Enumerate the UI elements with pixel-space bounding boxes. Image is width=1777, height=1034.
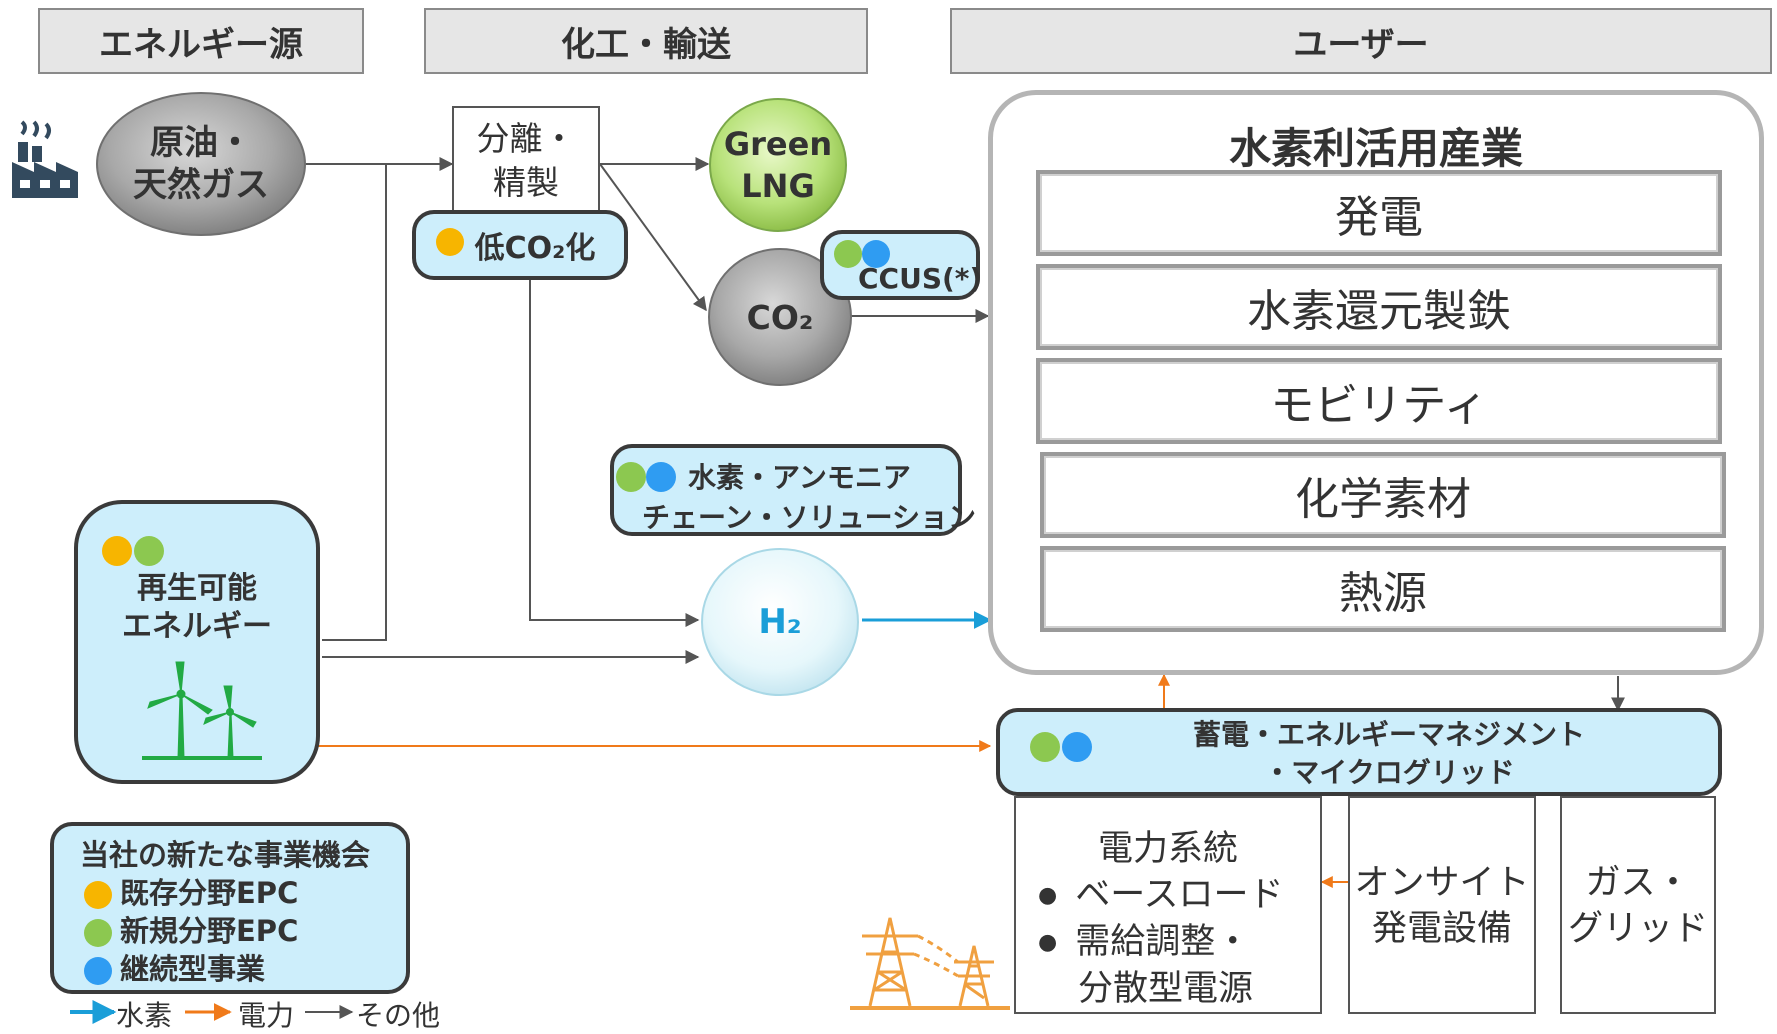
opportunity-legend: 当社の新たな事業機会 既存分野EPC 新規分野EPC 継続型事業 (50, 822, 410, 994)
power-tower-icon (850, 917, 1010, 1010)
gas-grid-box: ガス・ グリッド (1560, 796, 1716, 1014)
legend-item-continuous: 継続型事業 (84, 950, 298, 988)
industry-item-mobility: モビリティ (1036, 358, 1722, 444)
green-lng-label: Green LNG (706, 96, 850, 234)
hydrogen-chain-line2: チェーン・ソリューション (642, 501, 977, 534)
h2-label: H₂ (758, 602, 802, 642)
crude-gas-line1: 原油・ (150, 123, 252, 163)
crude-gas-label: 原油・ 天然ガス (94, 90, 308, 238)
arrow-separation-to-co2 (599, 163, 707, 312)
gas-grid-line2: グリッド (1567, 909, 1708, 949)
renewable-label: 再生可能 エネルギー (78, 570, 316, 646)
storage-box: 蓄電・エネルギーマネジメント ・マイクログリッド (996, 708, 1722, 796)
industry-item-heat-source: 熱源 (1040, 546, 1726, 632)
green-lng-node (709, 98, 847, 232)
storage-label: 蓄電・エネルギーマネジメント ・マイクログリッド (1000, 716, 1718, 792)
power-system-title: 電力系統 (1097, 829, 1238, 869)
bullet-supply-demand: ●需給調整・ (1038, 922, 1251, 962)
low-co2-box: 低CO₂化 (412, 210, 628, 280)
header-user: ユーザー (950, 8, 1772, 74)
onsite-line1: オンサイト (1354, 863, 1530, 903)
gas-grid-line1: ガス・ (1585, 863, 1691, 903)
legend-items: 既存分野EPC 新規分野EPC 継続型事業 (84, 874, 298, 988)
legend-item-new-epc: 新規分野EPC (84, 912, 298, 950)
green-lng-line1: Green (723, 125, 833, 163)
renewable-line1: 再生可能 (137, 571, 257, 606)
new-epc-dot (84, 919, 112, 947)
industry-item-power-generation: 発電 (1036, 170, 1722, 256)
h2-node (701, 548, 859, 696)
continuous-business-dot (84, 957, 112, 985)
gas-grid-label: ガス・ グリッド (1562, 860, 1714, 952)
new-epc-dot (1030, 732, 1060, 762)
legend-title: 当社の新たな事業機会 (80, 838, 371, 872)
hydrogen-chain-box: 水素・アンモニア チェーン・ソリューション (610, 444, 976, 536)
header-chemical-transport: 化工・輸送 (424, 8, 868, 74)
bullet-distributed: 分散型電源 (1078, 969, 1254, 1009)
renewable-line2: エネルギー (122, 609, 272, 644)
low-co2-label: 低CO₂化 (474, 231, 596, 266)
onsite-box: オンサイト 発電設備 (1348, 796, 1536, 1014)
onsite-label: オンサイト 発電設備 (1350, 860, 1534, 952)
continuous-business-dot (646, 462, 676, 492)
separation-line2: 精製 (493, 163, 559, 202)
continuous-business-dot (862, 240, 890, 268)
new-epc-dot (134, 536, 164, 566)
separation-box: 分離・ 精製 (452, 106, 600, 216)
storage-line2: ・マイクログリッド (1263, 756, 1515, 789)
header-energy-source: エネルギー源 (38, 8, 364, 74)
existing-epc-dot (84, 881, 112, 909)
new-epc-dot (834, 240, 862, 268)
arrow-lowco2-to-h2 (529, 280, 700, 627)
line-renewable-up (322, 164, 387, 641)
legend-item-existing-epc: 既存分野EPC (84, 874, 298, 912)
new-epc-dot (616, 462, 646, 492)
wind-turbine-icon (142, 661, 262, 760)
renewable-energy-box: 再生可能 エネルギー (74, 500, 320, 784)
crude-gas-line2: 天然ガス (133, 165, 269, 205)
power-system-box: 電力系統 ●ベースロード ●需給調整・ 分散型電源 (1014, 796, 1322, 1014)
onsite-line2: 発電設備 (1371, 909, 1512, 949)
existing-epc-dot (102, 536, 132, 566)
co2-node (708, 248, 852, 386)
co2-label: CO₂ (746, 297, 814, 337)
storage-line1: 蓄電・エネルギーマネジメント (1192, 718, 1585, 751)
power-system-bullets: ●ベースロード ●需給調整・ 分散型電源 (1038, 872, 1283, 1012)
legend-hydrogen-label: 水素 (116, 999, 173, 1032)
hydrogen-chain-line1: 水素・アンモニア (688, 461, 911, 494)
legend-other-label: その他 (356, 999, 441, 1032)
legend-electricity-label: 電力 (238, 999, 295, 1032)
industry-title: 水素利活用産業 (1228, 124, 1523, 173)
green-lng-line2: LNG (741, 167, 815, 205)
industry-item-hydrogen-steel: 水素還元製鉄 (1036, 264, 1722, 350)
ccus-label: CCUS(*) (858, 262, 983, 295)
ccus-box: CCUS(*) (820, 230, 983, 300)
factory-icon (12, 120, 78, 198)
separation-line1: 分離・ (476, 119, 576, 158)
continuous-business-dot (1062, 732, 1092, 762)
crude-gas-node (96, 92, 306, 236)
industry-item-chemical-materials: 化学素材 (1040, 452, 1726, 538)
bullet-base-load: ●ベースロード (1038, 875, 1284, 915)
existing-epc-dot (436, 228, 464, 256)
